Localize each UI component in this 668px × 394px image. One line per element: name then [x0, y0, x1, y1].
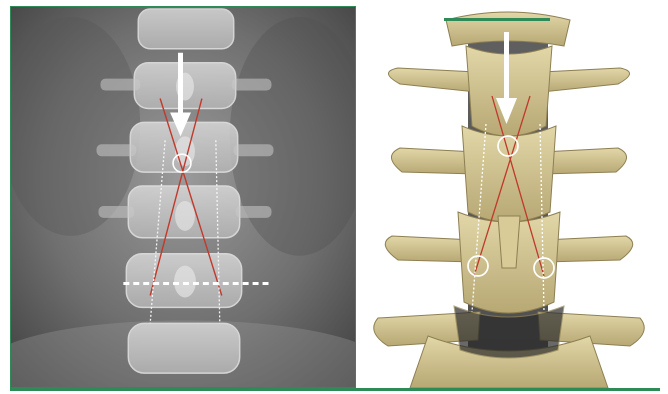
spine-model-panel: [358, 6, 660, 388]
spine-model-image: [358, 6, 660, 388]
top-border-line: [444, 18, 550, 21]
bottom-border-line: [10, 388, 660, 391]
xray-panel: [10, 6, 356, 388]
xray-image: [11, 7, 355, 387]
